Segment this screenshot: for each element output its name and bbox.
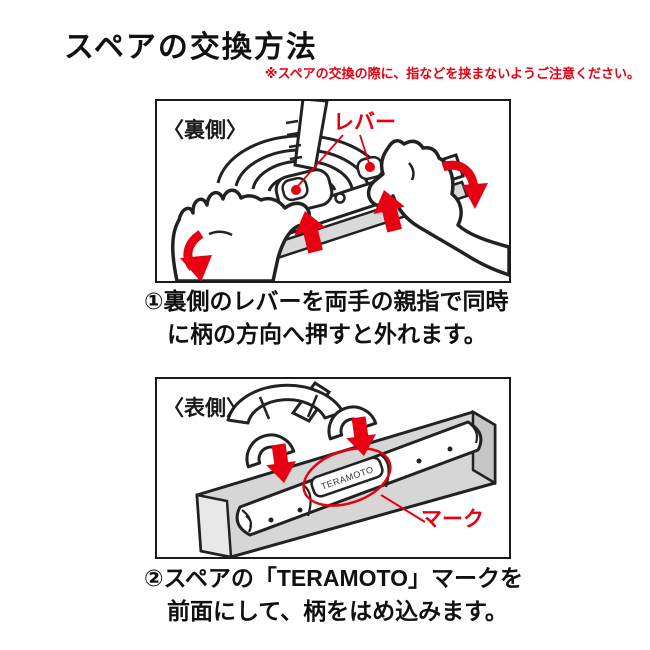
back-side-illustration: [171, 101, 509, 281]
push-arrow-right-icon: [373, 190, 405, 233]
step1-caption: ①裏側のレバーを両手の親指で同時 に柄の方向へ押すと外れます。: [144, 285, 508, 351]
mark-callout-leader: [380, 494, 426, 523]
lever-callout-leaders: [296, 134, 370, 188]
step1-caption-line1: ①裏側のレバーを両手の親指で同時: [144, 288, 509, 314]
step2-caption-line2: 前面にして、柄をはめ込みます。: [167, 598, 508, 624]
step1-panel-label: 〈裏側〉: [163, 119, 247, 142]
step2-panel-label: 〈表側〉: [163, 397, 247, 420]
right-hand: [366, 139, 509, 277]
lever-dot-left: [291, 185, 301, 195]
clip-left: [245, 433, 296, 469]
mark-callout-label: マーク: [421, 508, 484, 531]
handle-bracket: [226, 380, 378, 469]
push-arrow-left-icon: [294, 211, 326, 254]
insert-arrow-left-icon: [266, 443, 297, 483]
warning-note: ※スペアの交換の際に、指などを挟まないようご注意ください。: [264, 66, 640, 81]
bar-hole: [334, 192, 346, 204]
step1-caption-line2: に柄の方向へ押すと外れます。: [167, 321, 487, 347]
insert-arrow-right-icon: [346, 416, 377, 456]
step2-caption: ②スペアの「TERAMOTO」マークを 前面にして、柄をはめ込みます。: [144, 562, 523, 628]
rotate-arrow-right-icon: [441, 160, 488, 209]
rotate-arrow-left-icon: [180, 230, 212, 281]
lever-callout-label: レバー: [333, 111, 396, 134]
step1-panel: 〈裏側〉 レバー: [155, 99, 511, 283]
front-side-illustration: TERAMOTO: [195, 380, 497, 557]
step2-panel: TERAMOTO 〈表側〉 マーク: [155, 377, 511, 559]
lever-dot-right: [365, 162, 375, 172]
clip-right: [327, 405, 378, 441]
step2-caption-line1: ②スペアの「TERAMOTO」マークを: [144, 565, 524, 591]
page-title: スペアの交換方法: [64, 31, 318, 64]
mark-highlight-circle: [302, 447, 392, 507]
